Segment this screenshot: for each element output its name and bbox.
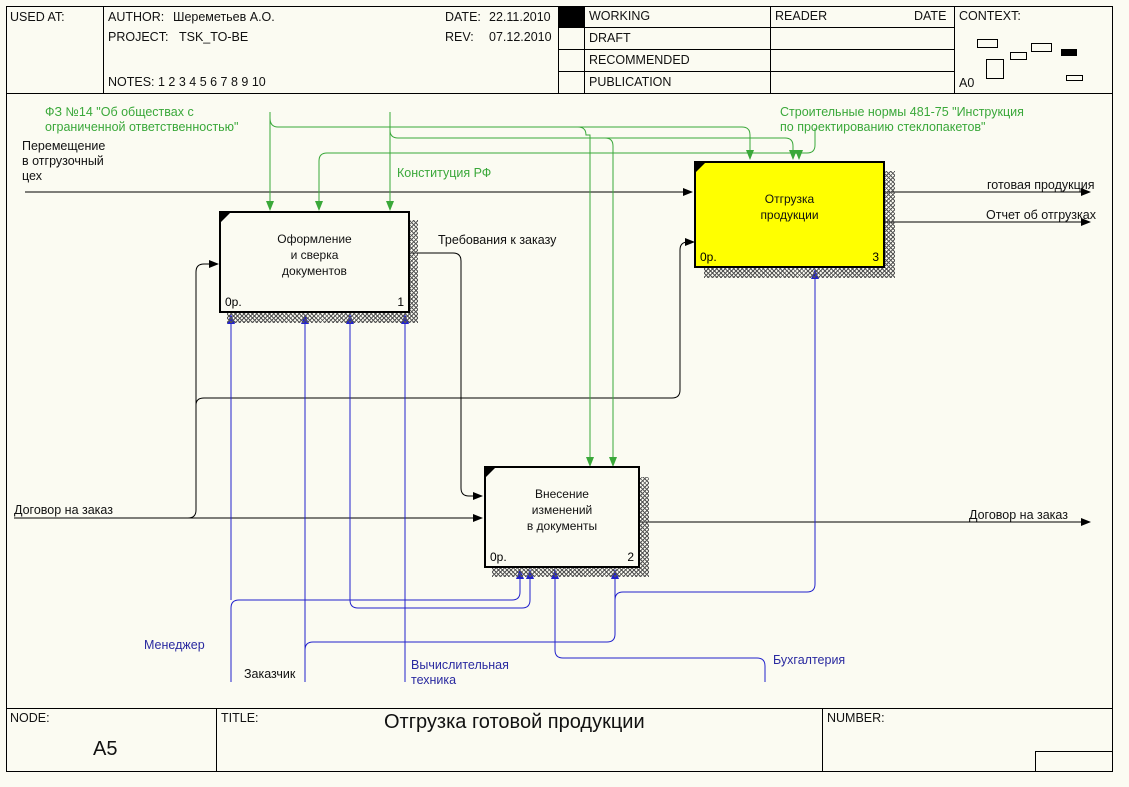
used-at-label: USED AT: <box>10 10 65 24</box>
status-recommended: RECOMMENDED <box>589 53 690 67</box>
node-value: A5 <box>93 738 118 760</box>
mechanism-computer-label: Вычислительная техника <box>411 658 509 687</box>
reader-date-label: DATE <box>914 9 947 23</box>
box2-title: Внесение изменений в документы <box>526 487 598 533</box>
box2-number: 2 <box>627 550 634 564</box>
rev-value: 07.12.2010 <box>489 30 552 44</box>
diagram-title: Отгрузка готовой продукции <box>384 711 645 733</box>
box1-title: Оформление и сверка документов <box>277 232 352 278</box>
box-corner-mark <box>221 213 230 222</box>
input-contract-label: Договор на заказ <box>14 503 113 517</box>
node-label: NODE: <box>10 711 50 725</box>
title-label: TITLE: <box>221 711 259 725</box>
control-constitution-label: Конституция РФ <box>397 166 492 180</box>
author-label: AUTHOR: <box>108 10 165 24</box>
notes-label: NOTES: 1 2 3 4 5 6 7 8 9 10 <box>108 75 266 89</box>
box3-cost: 0р. <box>700 250 717 264</box>
mechanism-accounting-label: Бухгалтерия <box>773 653 846 667</box>
reader-label: READER <box>775 9 828 23</box>
context-node: A0 <box>959 76 975 90</box>
box3-title: Отгрузка продукции <box>760 192 819 222</box>
mechanism-customer-label: Заказчик <box>244 667 296 681</box>
activity-box-2[interactable]: Внесение изменений в документы 0р. 2 <box>484 466 640 568</box>
output-finished-label: готовая продукция <box>987 178 1095 192</box>
box-corner-mark <box>696 163 705 172</box>
status-draft: DRAFT <box>589 31 631 45</box>
box1-number: 1 <box>397 295 404 309</box>
mechanism-manager-label: Менеджер <box>144 638 205 652</box>
output-contract-label: Договор на заказ <box>969 508 1068 522</box>
output-report-label: Отчет об отгрузках <box>986 208 1096 222</box>
box3-number: 3 <box>872 250 879 264</box>
number-label: NUMBER: <box>827 711 885 725</box>
context-label: CONTEXT: <box>959 9 1021 23</box>
status-publication: PUBLICATION <box>589 75 672 89</box>
status-working: WORKING <box>589 9 651 23</box>
box2-cost: 0р. <box>490 550 507 564</box>
project-label: PROJECT: <box>108 30 169 44</box>
activity-box-3[interactable]: Отгрузка продукции 0р. 3 <box>694 161 885 268</box>
author-value: Шереметьев А.О. <box>173 10 275 24</box>
control-snip-label: Строительные нормы 481-75 "Инструкция по… <box>780 105 1024 134</box>
box-corner-mark <box>486 468 495 477</box>
rev-label: REV: <box>445 30 474 44</box>
project-value: TSK_TO-BE <box>179 30 249 44</box>
requirements-label: Требования к заказу <box>438 233 557 247</box>
date-label: DATE: <box>445 10 481 24</box>
box1-cost: 0р. <box>225 295 242 309</box>
input-move-label: Перемещение в отгрузочный цех <box>22 139 106 183</box>
activity-box-1[interactable]: Оформление и сверка документов 0р. 1 <box>219 211 410 313</box>
control-fz14-label: ФЗ №14 "Об обществах с ограниченной отве… <box>45 105 239 134</box>
date-value: 22.11.2010 <box>489 10 551 24</box>
